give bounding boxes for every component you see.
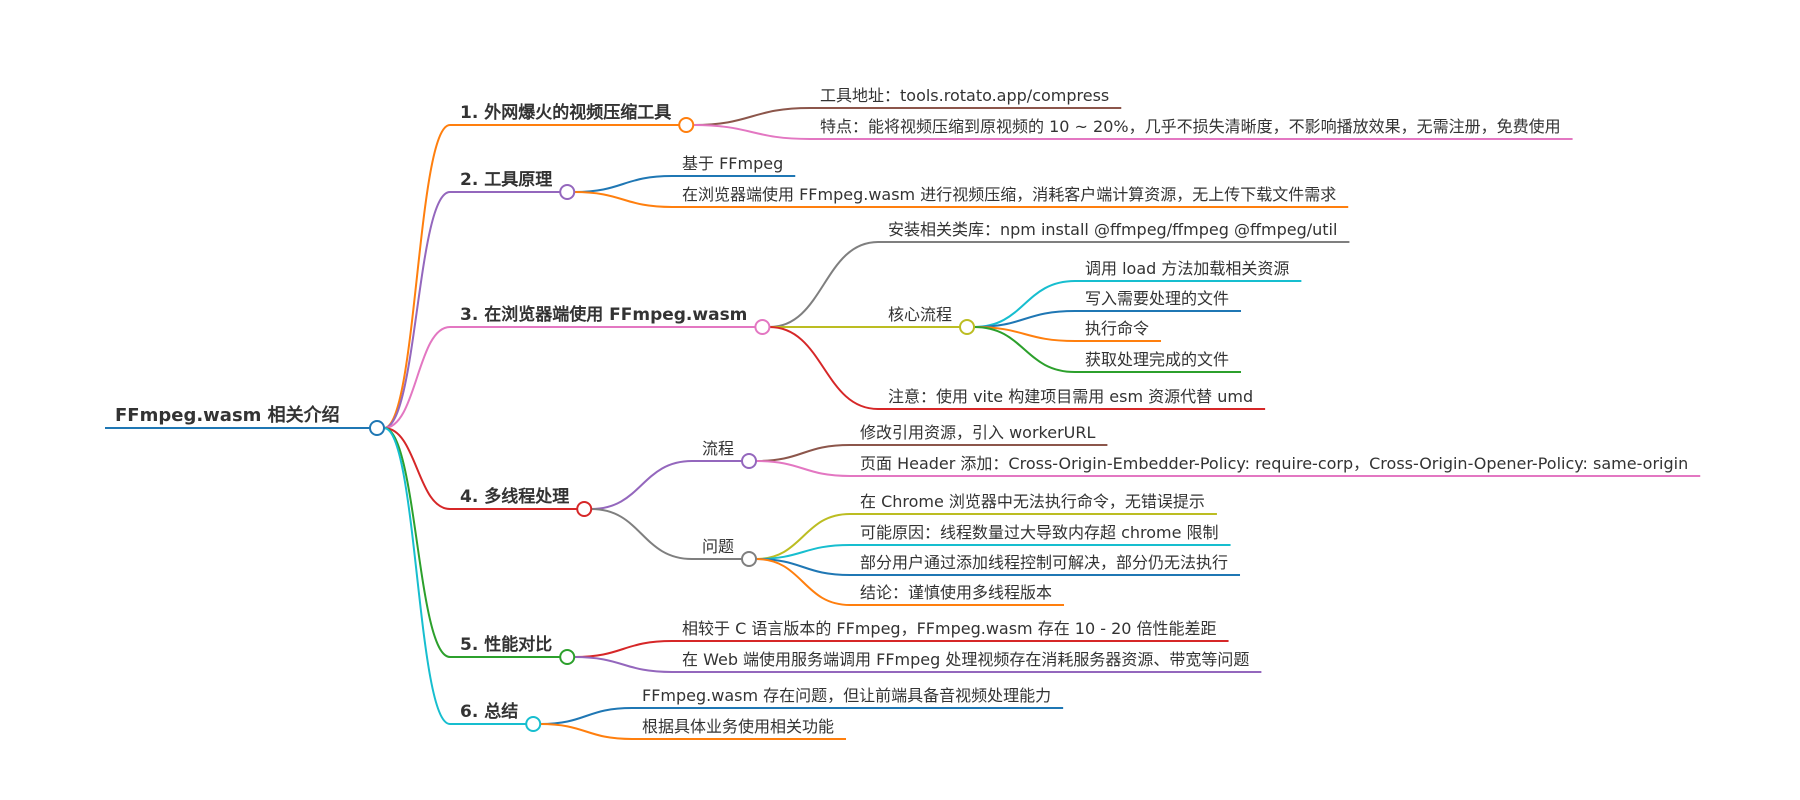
leaf-node-6-1-label: FFmpeg.wasm 存在问题，但让前端具备音视频处理能力 bbox=[642, 686, 1051, 705]
leaf-node-3-3: 注意：使用 vite 构建项目需用 esm 资源代替 umd bbox=[878, 387, 1266, 410]
branch-node-4-label: 4. 多线程处理 bbox=[460, 486, 569, 507]
branch-node-3-label: 3. 在浏览器端使用 FFmpeg.wasm bbox=[460, 304, 747, 325]
edge-3-2-4 bbox=[974, 326, 1076, 373]
edge-4-1-1 bbox=[756, 444, 851, 462]
branch-node-3: 3. 在浏览器端使用 FFmpeg.wasm bbox=[450, 304, 771, 335]
root-node: FFmpeg.wasm 相关介绍 bbox=[105, 404, 385, 436]
branch-node-1-collapse-toggle[interactable] bbox=[678, 117, 695, 133]
leaf-node-4-2-4-label: 结论：谨慎使用多线程版本 bbox=[860, 583, 1052, 602]
edge-5-2 bbox=[574, 656, 673, 673]
branch-node-1: 1. 外网爆火的视频压缩工具 bbox=[450, 102, 695, 133]
branch-node-6-collapse-toggle[interactable] bbox=[525, 716, 542, 732]
subtopic-node-3-2: 核心流程 bbox=[878, 305, 976, 335]
edge-root-branch-1 bbox=[383, 124, 451, 429]
edge-4-1 bbox=[591, 460, 693, 510]
leaf-node-4-1-1: 修改引用资源，引入 workerURL bbox=[850, 423, 1108, 446]
leaf-node-4-2-2-label: 可能原因：线程数量过大导致内存超 chrome 限制 bbox=[860, 523, 1219, 542]
leaf-node-6-1: FFmpeg.wasm 存在问题，但让前端具备音视频处理能力 bbox=[632, 686, 1064, 709]
edge-root-branch-6 bbox=[383, 427, 451, 725]
edge-root-branch-4 bbox=[383, 427, 451, 510]
edge-2-2 bbox=[574, 191, 673, 208]
leaf-node-3-2-1-label: 调用 load 方法加载相关资源 bbox=[1085, 259, 1289, 278]
leaf-node-4-2-2: 可能原因：线程数量过大导致内存超 chrome 限制 bbox=[850, 523, 1231, 546]
subtopic-node-4-2-collapse-toggle[interactable] bbox=[741, 551, 758, 567]
leaf-node-3-2-2: 写入需要处理的文件 bbox=[1075, 289, 1242, 312]
leaf-node-6-2: 根据具体业务使用相关功能 bbox=[632, 717, 847, 740]
leaf-node-2-1: 基于 FFmpeg bbox=[672, 154, 796, 177]
leaf-node-5-1-label: 相较于 C 语言版本的 FFmpeg，FFmpeg.wasm 存在 10 - 2… bbox=[682, 619, 1217, 638]
edge-3-3 bbox=[769, 326, 879, 410]
leaf-node-4-2-4: 结论：谨慎使用多线程版本 bbox=[850, 583, 1065, 606]
root-node-label: FFmpeg.wasm 相关介绍 bbox=[115, 404, 340, 426]
leaf-node-2-2: 在浏览器端使用 FFmpeg.wasm 进行视频压缩，消耗客户端计算资源，无上传… bbox=[672, 185, 1349, 208]
leaf-node-1-2-label: 特点：能将视频压缩到原视频的 10 ~ 20%，几乎不损失清晰度，不影响播放效果… bbox=[820, 117, 1561, 136]
subtopic-node-3-2-label: 核心流程 bbox=[888, 305, 952, 324]
leaf-node-5-2: 在 Web 端使用服务端调用 FFmpeg 处理视频存在消耗服务器资源、带宽等问… bbox=[672, 650, 1262, 673]
leaf-node-1-2: 特点：能将视频压缩到原视频的 10 ~ 20%，几乎不损失清晰度，不影响播放效果… bbox=[810, 117, 1573, 140]
branch-node-5-label: 5. 性能对比 bbox=[460, 634, 552, 655]
leaf-node-5-2-label: 在 Web 端使用服务端调用 FFmpeg 处理视频存在消耗服务器资源、带宽等问… bbox=[682, 650, 1249, 669]
edge-root-branch-3 bbox=[383, 326, 451, 429]
subtopic-node-4-1: 流程 bbox=[692, 439, 758, 469]
edge-5-1 bbox=[574, 640, 673, 658]
leaf-node-4-1-1-label: 修改引用资源，引入 workerURL bbox=[860, 423, 1095, 442]
branch-node-3-collapse-toggle[interactable] bbox=[754, 319, 771, 335]
leaf-node-3-1-label: 安装相关类库：npm install @ffmpeg/ffmpeg @ffmpe… bbox=[888, 220, 1337, 239]
leaf-node-3-2-4: 获取处理完成的文件 bbox=[1075, 350, 1242, 373]
edge-layer bbox=[383, 107, 1076, 740]
edge-3-1 bbox=[769, 241, 879, 328]
edge-4-2-4 bbox=[756, 558, 851, 606]
branch-node-6: 6. 总结 bbox=[450, 701, 542, 732]
root-node-collapse-toggle[interactable] bbox=[369, 420, 385, 436]
edge-2-1 bbox=[574, 175, 673, 193]
branch-node-5-collapse-toggle[interactable] bbox=[559, 649, 576, 665]
subtopic-node-4-1-collapse-toggle[interactable] bbox=[741, 453, 758, 469]
edge-4-1-2 bbox=[756, 460, 851, 477]
edge-1-2 bbox=[693, 124, 811, 140]
leaf-node-5-1: 相较于 C 语言版本的 FFmpeg，FFmpeg.wasm 存在 10 - 2… bbox=[672, 619, 1229, 642]
edge-6-2 bbox=[540, 723, 633, 740]
leaf-node-3-2-3: 执行命令 bbox=[1075, 319, 1162, 342]
leaf-node-3-2-3-label: 执行命令 bbox=[1085, 319, 1149, 338]
leaf-node-1-1: 工具地址：tools.rotato.app/compress bbox=[810, 86, 1122, 109]
branch-node-4-collapse-toggle[interactable] bbox=[576, 501, 593, 517]
edge-6-1 bbox=[540, 707, 633, 725]
leaf-node-6-2-label: 根据具体业务使用相关功能 bbox=[642, 717, 834, 736]
leaf-node-4-1-2-label: 页面 Header 添加：Cross-Origin-Embedder-Polic… bbox=[860, 454, 1688, 473]
edge-3-2-1 bbox=[974, 280, 1076, 328]
subtopic-node-4-1-label: 流程 bbox=[702, 439, 734, 458]
subtopic-node-4-2-label: 问题 bbox=[702, 537, 734, 556]
leaf-node-3-2-4-label: 获取处理完成的文件 bbox=[1085, 350, 1229, 369]
branch-node-1-label: 1. 外网爆火的视频压缩工具 bbox=[460, 102, 671, 123]
leaf-node-2-2-label: 在浏览器端使用 FFmpeg.wasm 进行视频压缩，消耗客户端计算资源，无上传… bbox=[682, 185, 1336, 204]
leaf-node-4-2-3-label: 部分用户通过添加线程控制可解决，部分仍无法执行 bbox=[860, 553, 1228, 572]
branch-node-6-label: 6. 总结 bbox=[460, 701, 518, 722]
leaf-node-4-2-1: 在 Chrome 浏览器中无法执行命令，无错误提示 bbox=[850, 492, 1217, 515]
leaf-node-4-1-2: 页面 Header 添加：Cross-Origin-Embedder-Polic… bbox=[850, 454, 1701, 477]
leaf-node-3-1: 安装相关类库：npm install @ffmpeg/ffmpeg @ffmpe… bbox=[878, 220, 1350, 243]
leaf-node-1-1-label: 工具地址：tools.rotato.app/compress bbox=[820, 86, 1109, 105]
leaf-node-3-2-1: 调用 load 方法加载相关资源 bbox=[1075, 259, 1302, 282]
branch-node-2: 2. 工具原理 bbox=[450, 170, 576, 200]
edge-4-2 bbox=[591, 508, 693, 560]
branch-node-2-label: 2. 工具原理 bbox=[460, 170, 552, 190]
node-layer: FFmpeg.wasm 相关介绍 1. 外网爆火的视频压缩工具 工具地址：tools… bbox=[105, 86, 1701, 740]
leaf-node-4-2-3: 部分用户通过添加线程控制可解决，部分仍无法执行 bbox=[850, 553, 1241, 576]
edge-1-1 bbox=[693, 107, 811, 126]
branch-node-4: 4. 多线程处理 bbox=[450, 486, 593, 517]
edge-4-2-1 bbox=[756, 513, 851, 560]
leaf-node-3-3-label: 注意：使用 vite 构建项目需用 esm 资源代替 umd bbox=[888, 387, 1253, 406]
leaf-node-3-2-2-label: 写入需要处理的文件 bbox=[1085, 289, 1229, 308]
branch-node-5: 5. 性能对比 bbox=[450, 634, 576, 665]
leaf-node-2-1-label: 基于 FFmpeg bbox=[682, 154, 783, 173]
edge-root-branch-2 bbox=[383, 191, 451, 429]
leaf-node-4-2-1-label: 在 Chrome 浏览器中无法执行命令，无错误提示 bbox=[860, 492, 1205, 511]
subtopic-node-3-2-collapse-toggle[interactable] bbox=[959, 319, 976, 335]
subtopic-node-4-2: 问题 bbox=[692, 537, 758, 567]
edge-root-branch-5 bbox=[383, 427, 451, 658]
branch-node-2-collapse-toggle[interactable] bbox=[559, 184, 576, 200]
